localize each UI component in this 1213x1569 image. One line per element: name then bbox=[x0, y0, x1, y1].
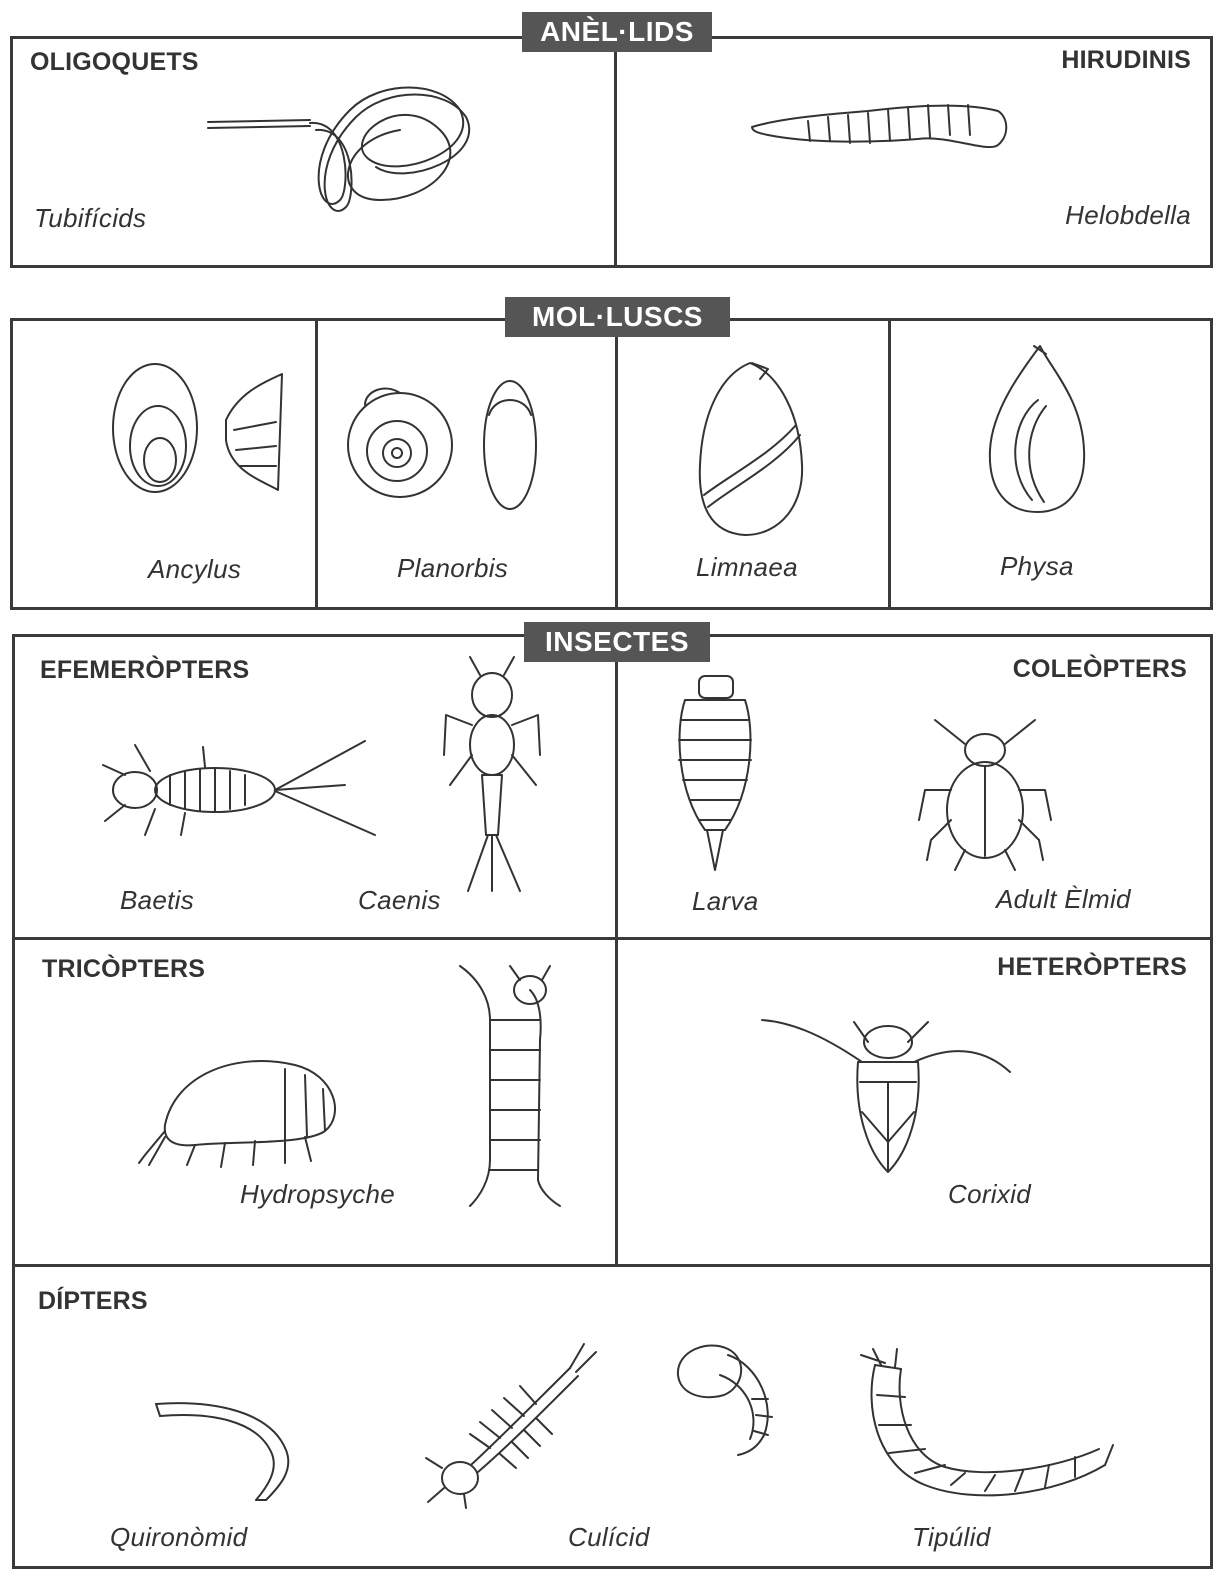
caddisfly-larva-icon bbox=[135, 1045, 345, 1175]
insects-row-line-1 bbox=[12, 937, 1213, 940]
corixid-bug-icon bbox=[758, 1012, 1018, 1177]
culicid-pupa-icon bbox=[668, 1335, 783, 1460]
species-hydropsyche: Hydropsyche bbox=[240, 1179, 395, 1210]
limnaea-shell-icon bbox=[690, 355, 810, 545]
beetle-larva-icon bbox=[665, 670, 765, 880]
culicid-larva-icon bbox=[420, 1338, 600, 1508]
species-caenis: Caenis bbox=[358, 885, 441, 916]
ancylus-shell-icon bbox=[110, 360, 290, 500]
species-planorbis: Planorbis bbox=[397, 553, 508, 584]
species-physa: Physa bbox=[1000, 551, 1074, 582]
caddis-case-icon bbox=[450, 960, 570, 1210]
species-larva: Larva bbox=[692, 886, 759, 917]
annelids-divider bbox=[614, 36, 617, 268]
molluscs-divider-1 bbox=[315, 318, 318, 610]
species-limnaea: Limnaea bbox=[696, 552, 798, 583]
molluscs-banner: MOL·LUSCS bbox=[505, 297, 730, 337]
group-oligochaeta: OLIGOQUETS bbox=[30, 48, 199, 77]
mayfly-nymph-icon bbox=[95, 735, 385, 845]
tubifex-worm-icon bbox=[200, 70, 490, 220]
species-baetis: Baetis bbox=[120, 885, 194, 916]
group-ephemeroptera: EFEMERÒPTERS bbox=[40, 656, 249, 685]
planorbis-shell-icon bbox=[345, 375, 545, 515]
insects-banner: INSECTES bbox=[524, 622, 710, 662]
species-tipulid: Tipúlid bbox=[912, 1522, 990, 1553]
insects-divider-upper bbox=[615, 634, 618, 1266]
leech-icon bbox=[748, 95, 1018, 165]
molluscs-divider-2 bbox=[615, 318, 618, 610]
physa-shell-icon bbox=[982, 340, 1092, 520]
group-coleoptera: COLEÒPTERS bbox=[1013, 655, 1187, 684]
species-elmid: Adult Èlmid bbox=[996, 884, 1131, 915]
species-ancylus: Ancylus bbox=[148, 554, 241, 585]
species-corixid: Corixid bbox=[948, 1179, 1031, 1210]
chironomid-larva-icon bbox=[150, 1390, 300, 1510]
species-culicid: Culícid bbox=[568, 1522, 650, 1553]
annelids-banner: ANÈL·LIDS bbox=[522, 12, 712, 52]
caenis-nymph-icon bbox=[440, 655, 550, 895]
molluscs-divider-3 bbox=[888, 318, 891, 610]
tipulid-larva-icon bbox=[855, 1345, 1115, 1505]
group-trichoptera: TRICÒPTERS bbox=[42, 955, 205, 984]
elmid-beetle-icon bbox=[915, 710, 1055, 870]
species-chironomid: Quironòmid bbox=[110, 1522, 247, 1553]
group-heteroptera: HETERÒPTERS bbox=[997, 953, 1187, 982]
group-diptera: DÍPTERS bbox=[38, 1287, 148, 1316]
species-helobdella: Helobdella bbox=[1065, 200, 1191, 231]
species-tubificids: Tubifícids bbox=[34, 203, 146, 234]
group-hirudinea: HIRUDINIS bbox=[1061, 46, 1191, 75]
insects-row-line-2 bbox=[12, 1264, 1213, 1267]
